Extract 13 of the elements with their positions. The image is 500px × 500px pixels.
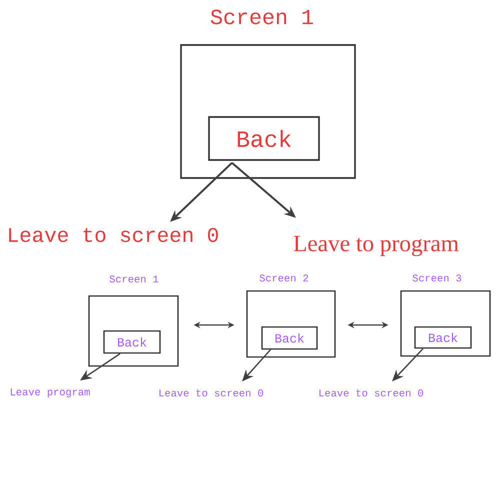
- screen-heading: Screen 1: [210, 10, 313, 24]
- screen-heading: Screen 1: [110, 276, 158, 282]
- screen-heading: Screen 2: [260, 274, 308, 282]
- destination-label: Leave to screen 0: [160, 390, 264, 397]
- destination-label: Leave program: [10, 388, 90, 398]
- destination-label: Leave to program: [294, 236, 459, 256]
- destination-label: Leave to screen 0: [320, 390, 424, 397]
- back-button: Back: [103, 330, 161, 354]
- back-button: Back: [261, 326, 318, 350]
- back-button: Back: [414, 326, 472, 349]
- back-button: Back: [208, 116, 320, 161]
- screen-heading: Screen 3: [412, 274, 462, 282]
- destination-label: Leave to screen 0: [9, 228, 218, 242]
